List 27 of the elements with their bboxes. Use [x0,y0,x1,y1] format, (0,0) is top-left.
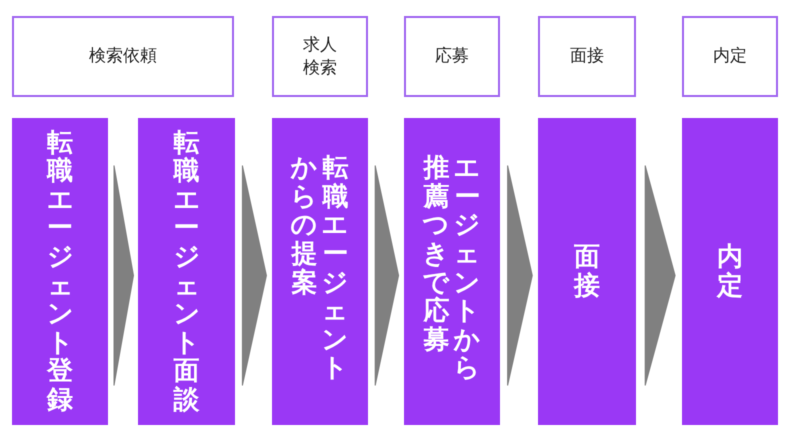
step-box [138,118,235,425]
step-label: 面接 [574,242,600,300]
step-box [12,118,108,425]
step-box [272,118,368,425]
stage-box [12,16,234,97]
chevron-arrow [507,165,533,386]
step-label: 転職エージェント面談 [174,128,200,414]
step-label: 転職エージェントからの提案 [291,154,349,386]
stage-label: 求人検索 [302,34,338,80]
stage-box [538,16,636,97]
stage-label: 検索依頼 [89,45,157,68]
chevron-arrow [114,165,134,386]
stage-label: 内定 [713,45,747,68]
chevron-arrow [644,165,676,386]
stage-box [682,16,778,97]
stage-box [404,16,500,97]
stage-box [272,16,368,97]
chevron-arrow [374,165,400,386]
step-box [682,118,778,425]
step-box [404,118,500,425]
stage-label: 面接 [570,45,604,68]
step-box [538,118,636,425]
chevron-arrow [242,165,267,386]
step-label: 内定 [717,242,743,300]
step-label: 転職エージェント登録 [47,128,73,414]
step-label: エージェントから推薦つきで応募 [423,154,481,386]
stage-label: 応募 [435,45,469,68]
